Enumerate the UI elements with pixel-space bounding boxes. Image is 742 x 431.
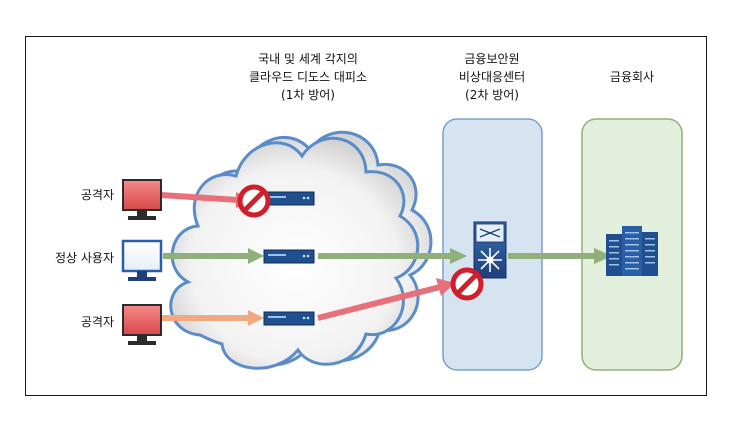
normal-user-label: 정상 사용자 [54, 251, 114, 265]
monitor-icon [122, 304, 162, 345]
attacker-top-label: 공격자 [80, 188, 114, 202]
cloud-header: 국내 및 세계 각지의 클라우드 디도스 대피소 (1차 방어) [238, 50, 378, 104]
normal-arrow-3 [508, 248, 612, 264]
bank-header: 금융회사 [582, 68, 682, 86]
attack-arrow-diagonal [317, 278, 455, 321]
center-header-line2: 비상대응센터 [458, 70, 526, 84]
monitor-icon [121, 239, 163, 281]
server-rack-icon [606, 226, 658, 276]
cloud-header-line1: 국내 및 세계 각지의 [258, 52, 358, 66]
cloud-header-line3: (1차 방어) [281, 88, 335, 102]
center-header-line1: 금융보안원 [464, 52, 520, 66]
attacker-bottom-label: 공격자 [80, 315, 114, 329]
cloud-header-line2: 클라우드 디도스 대피소 [248, 70, 368, 84]
attack-arrow-bottom [162, 310, 264, 326]
normal-arrow-1 [163, 248, 264, 264]
monitor-icon [122, 179, 162, 220]
block-icon [450, 267, 484, 301]
server-icon [263, 311, 315, 326]
normal-arrow-2 [318, 248, 467, 264]
center-header: 금융보안원 비상대응센터 (2차 방어) [442, 50, 542, 104]
server-icon [263, 191, 315, 206]
block-icon [237, 184, 271, 218]
center-header-line3: (2차 방어) [465, 88, 519, 102]
server-icon [263, 249, 315, 264]
bank-header-line1: 금융회사 [609, 70, 655, 84]
network-switch-icon [473, 221, 507, 279]
